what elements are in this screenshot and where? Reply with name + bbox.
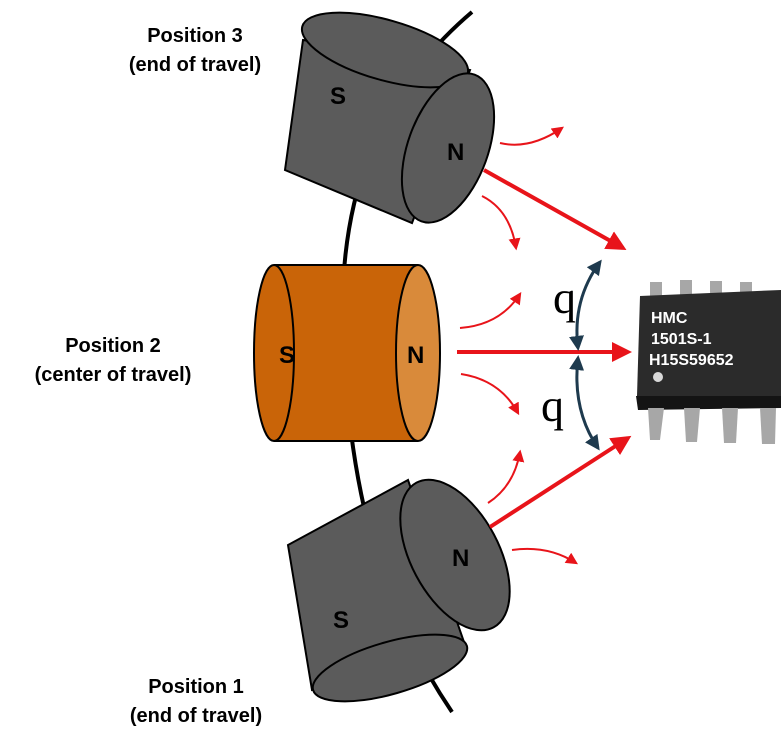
magnet-position-2: S N: [253, 264, 441, 442]
lower-angle-arc: [569, 355, 600, 451]
position-2-title: Position 2: [65, 335, 161, 357]
main-field-arrows: [457, 168, 632, 529]
chip-marking-line2: 1501S-1: [651, 331, 712, 348]
angle-indicators: [569, 259, 602, 451]
south-pole-label: S: [333, 607, 349, 634]
lower-angle-label: q: [541, 380, 564, 431]
position-1-title: Position 1: [148, 676, 244, 698]
south-pole-label: S: [279, 342, 295, 369]
magnet-north-face: [395, 264, 441, 442]
chip-marking-line1: HMC: [651, 310, 688, 327]
field-arrow-position-1: [488, 435, 632, 529]
magnet-north-face: [399, 478, 511, 632]
upper-angle-arc: [569, 259, 602, 351]
north-pole-label: N: [452, 545, 469, 572]
position-1-label: Position 1 (end of travel): [130, 676, 262, 727]
magnet-back-face: [253, 264, 295, 442]
pin1-dot: [653, 372, 663, 382]
magnet-north-face: [400, 72, 496, 224]
upper-angle-label: q: [553, 272, 576, 323]
position-3-label: Position 3 (end of travel): [129, 25, 261, 76]
magnet-position-3: S N: [283, 11, 496, 225]
north-pole-label: N: [407, 342, 424, 369]
chip-marking-line3: H15S59652: [649, 352, 734, 369]
south-pole-label: S: [330, 83, 346, 110]
position-3-subtitle: (end of travel): [129, 54, 261, 76]
fringe-field-arrows: [459, 126, 579, 565]
sensor-chip: HMC 1501S-1 H15S59652: [636, 280, 781, 444]
position-2-subtitle: (center of travel): [35, 364, 192, 386]
north-pole-label: N: [447, 139, 464, 166]
magnet-body: [274, 265, 418, 441]
field-arrow-position-3: [483, 168, 627, 250]
magnet-position-1: N S: [286, 478, 511, 703]
position-1-subtitle: (end of travel): [130, 705, 262, 727]
position-3-title: Position 3: [147, 25, 243, 47]
position-2-label: Position 2 (center of travel): [35, 335, 192, 386]
magnet-bottom-face: [311, 633, 469, 703]
